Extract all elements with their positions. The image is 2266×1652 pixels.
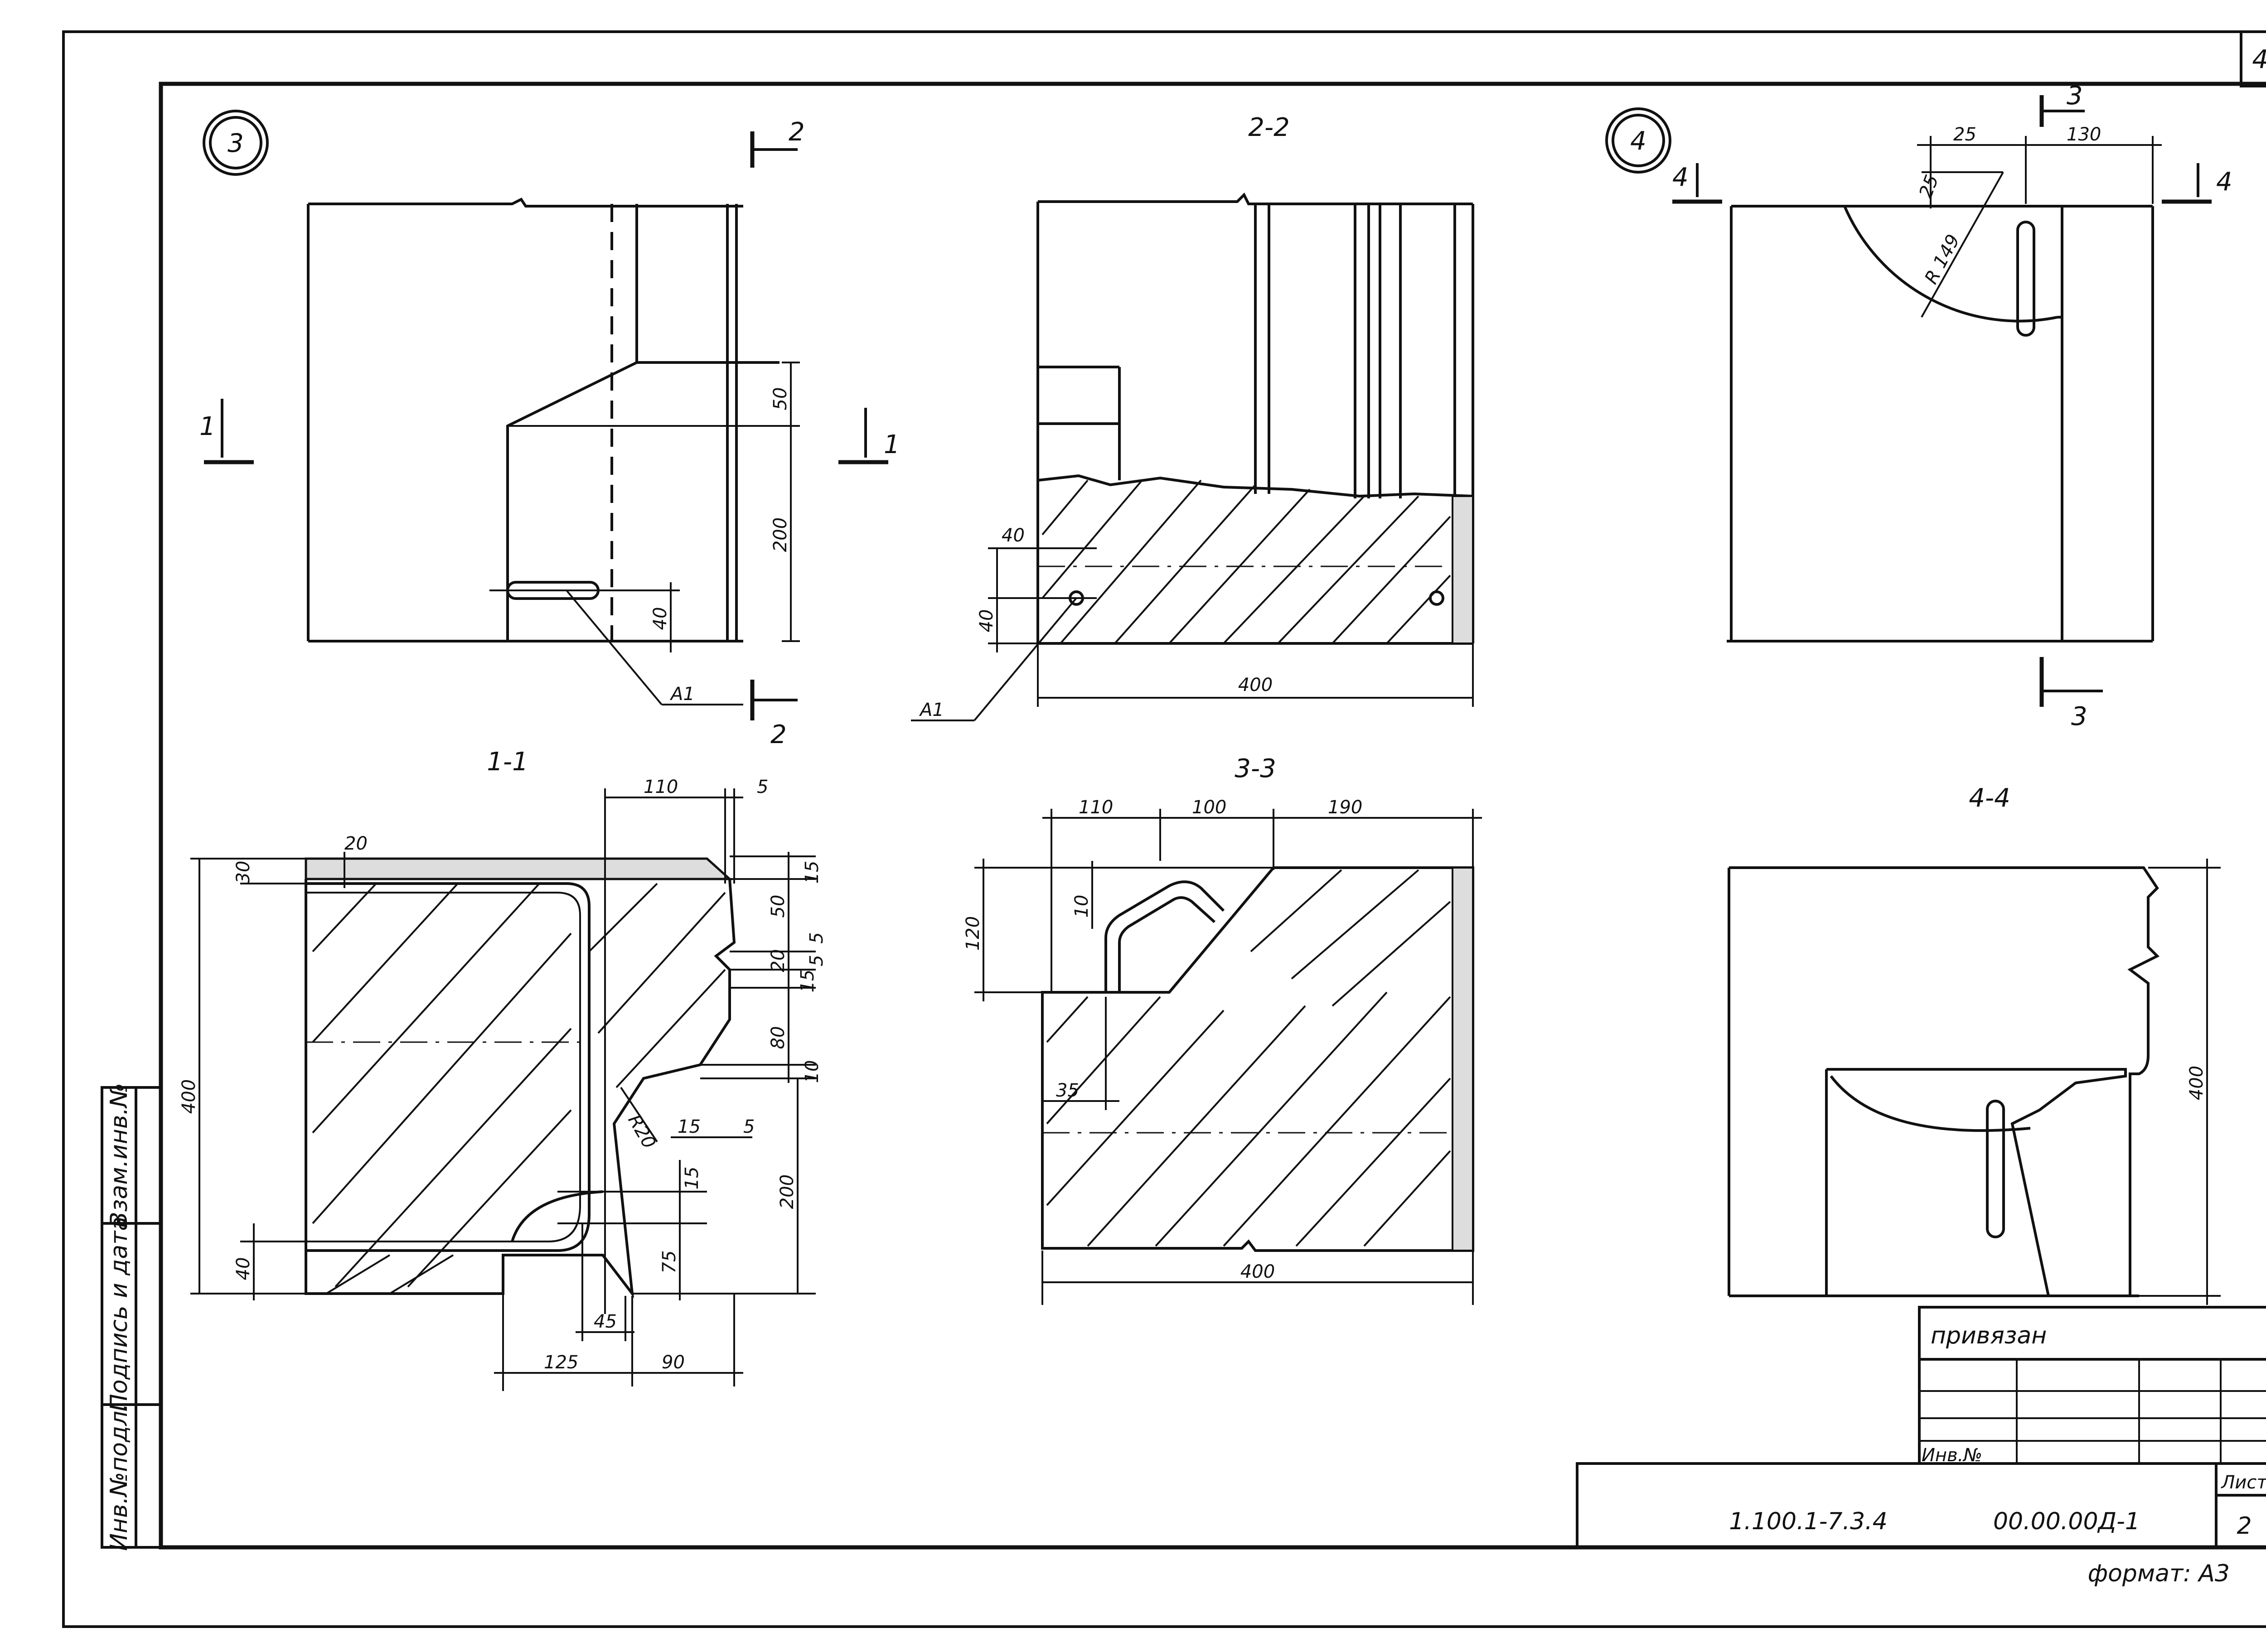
node-3-dim-50: 50 xyxy=(770,387,791,411)
node-4-anchor-bar xyxy=(2016,221,2035,337)
section-3-3-dim-110: 110 xyxy=(1079,797,1113,818)
node-4-r149: R 149 xyxy=(1921,231,1964,288)
node-4-dim-130: 130 xyxy=(2067,124,2101,145)
section-3-3-hatch xyxy=(1046,869,1451,1247)
section-3-3-dim-10: 10 xyxy=(1071,895,1092,918)
section-1-1-dim-90: 90 xyxy=(662,1352,685,1373)
section-3-3-dim-400: 400 xyxy=(1240,1261,1275,1282)
section-1-1-dim-200: 200 xyxy=(777,1174,798,1209)
section-2-2-dim-40a: 40 xyxy=(1002,525,1025,546)
node-4-section-mark-3-top: 3 xyxy=(2067,81,2083,111)
section-3-3-dim-120: 120 xyxy=(963,916,983,951)
node-4-section-mark-4-left: 4 xyxy=(1672,163,1689,192)
section-1-1-r20: R20 xyxy=(624,1111,659,1152)
title-block: привязан Инв.№ 1.100.1-7.3.4 00.00.00Д-1… xyxy=(1576,1306,2266,1587)
side-stamp-signature-date: Подпись и дата xyxy=(106,1217,133,1412)
section-1-1-dim-15c: 15 xyxy=(678,1116,701,1137)
section-1-1-dim-10: 10 xyxy=(802,1060,823,1083)
section-3-3-title: 3-3 xyxy=(1235,754,1276,783)
section-4-4-view: 4-4 400 xyxy=(1728,783,2221,1305)
section-1-1-rebar xyxy=(306,882,591,1252)
node-3-section-mark-2-bottom: 2 xyxy=(770,720,787,749)
section-3-3-dim-35: 35 xyxy=(1056,1080,1079,1101)
section-1-1-dim-50: 50 xyxy=(768,895,789,918)
title-block-bound-label: привязан xyxy=(1931,1322,2047,1349)
section-2-2-hatch xyxy=(1041,479,1451,644)
inner-border xyxy=(159,82,2266,1550)
node-3-section-mark-1-right: 1 xyxy=(884,430,900,459)
node-3-view: 3 А1 50 200 40 2 2 1 xyxy=(199,110,900,749)
section-2-2-insulation xyxy=(1452,495,1474,644)
section-1-1-dim-5b: 5 xyxy=(806,932,827,943)
title-block-doc-number: 00.00.00Д-1 xyxy=(1993,1508,2140,1535)
node-3-a1-label: А1 xyxy=(669,684,695,705)
section-3-3-view: 3-3 110 100 190 120 xyxy=(963,754,1482,1305)
node-3-marker-label: 3 xyxy=(228,129,244,158)
title-block-format: формат: А3 xyxy=(2088,1560,2230,1587)
section-1-1-dim-80: 80 xyxy=(768,1026,789,1049)
title-block-code: 1.100.1-7.3.4 xyxy=(1729,1508,1888,1535)
side-stamp-replace-inv: Взам.инв.№ xyxy=(106,1083,133,1228)
title-block-sheet-number: 2 xyxy=(2237,1512,2251,1540)
section-2-2-a1-label: А1 xyxy=(919,700,944,720)
outer-border xyxy=(62,30,2266,1628)
section-1-1-dim-5a: 5 xyxy=(757,777,768,797)
section-3-3-dim-190: 190 xyxy=(1328,797,1362,818)
node-4-marker-inner xyxy=(1612,114,1665,167)
node-3-section-mark-1-left: 1 xyxy=(199,412,216,441)
section-2-2-dim-40b: 40 xyxy=(976,609,997,633)
section-2-2-view: 2-2 xyxy=(911,113,1474,721)
node-4-view: 4 25 130 25 R 149 4 4 3 3 xyxy=(1605,81,2232,731)
node-3-marker-outer xyxy=(203,110,269,176)
section-1-1-dim-20b: 20 xyxy=(768,949,789,972)
node-4-marker-label: 4 xyxy=(1630,126,1646,156)
section-1-1-dim-400: 400 xyxy=(179,1079,199,1114)
section-2-2-dim-400: 400 xyxy=(1238,675,1273,696)
section-2-2-title: 2-2 xyxy=(1248,113,1289,142)
node-3-section-mark-2-top: 2 xyxy=(789,117,805,147)
section-1-1-dim-30: 30 xyxy=(233,861,254,884)
side-stamp-inv-original: Инв.№подл. xyxy=(106,1403,133,1551)
section-1-1-view: 1-1 110 5 20 xyxy=(179,747,827,1391)
corner-number-box xyxy=(2240,30,2266,87)
node-4-dim-25a: 25 xyxy=(1953,124,1976,145)
section-3-3-anchor-loop xyxy=(1104,880,1225,992)
section-3-3-insulation xyxy=(1452,867,1474,1251)
node-4-marker-outer xyxy=(1605,107,1671,174)
section-1-1-title: 1-1 xyxy=(487,747,528,777)
node-4-section-mark-4-right: 4 xyxy=(2216,167,2232,197)
section-1-1-dim-125: 125 xyxy=(544,1352,578,1373)
section-1-1-dim-20a: 20 xyxy=(344,833,368,854)
section-4-4-dim-400: 400 xyxy=(2186,1066,2207,1100)
node-4-section-mark-3-bottom: 3 xyxy=(2071,702,2087,731)
section-1-1-dim-15a: 15 xyxy=(802,861,823,884)
section-1-1-dim-15d: 15 xyxy=(682,1167,702,1190)
section-1-1-dim-15b: 15 xyxy=(797,970,818,993)
corner-number: 44 xyxy=(2252,45,2266,74)
section-3-3-dim-100: 100 xyxy=(1192,797,1226,818)
node-4-dim-25b: 25 xyxy=(1915,172,1943,201)
node-3-marker-inner xyxy=(209,116,262,169)
node-3-dim-200: 200 xyxy=(770,517,791,552)
section-1-1-hatch xyxy=(312,883,726,1295)
section-4-4-title: 4-4 xyxy=(1969,783,2010,813)
section-1-1-dim-5d: 5 xyxy=(743,1116,755,1137)
section-1-1-dim-110: 110 xyxy=(644,777,678,797)
node-3-dim-40: 40 xyxy=(650,607,671,630)
section-1-1-dim-40: 40 xyxy=(233,1257,254,1280)
side-stamp: Инв.№подл. Подпись и дата Взам.инв.№ xyxy=(101,1083,162,1551)
section-1-1-dim-5c: 5 xyxy=(806,955,827,966)
title-block-sheet-label: Лист xyxy=(2220,1472,2266,1493)
section-1-1-dim-75: 75 xyxy=(659,1251,680,1274)
section-4-4-anchor-bar xyxy=(1986,1100,2005,1238)
section-1-1-insulation xyxy=(305,857,733,880)
section-1-1-dim-45: 45 xyxy=(594,1311,617,1332)
